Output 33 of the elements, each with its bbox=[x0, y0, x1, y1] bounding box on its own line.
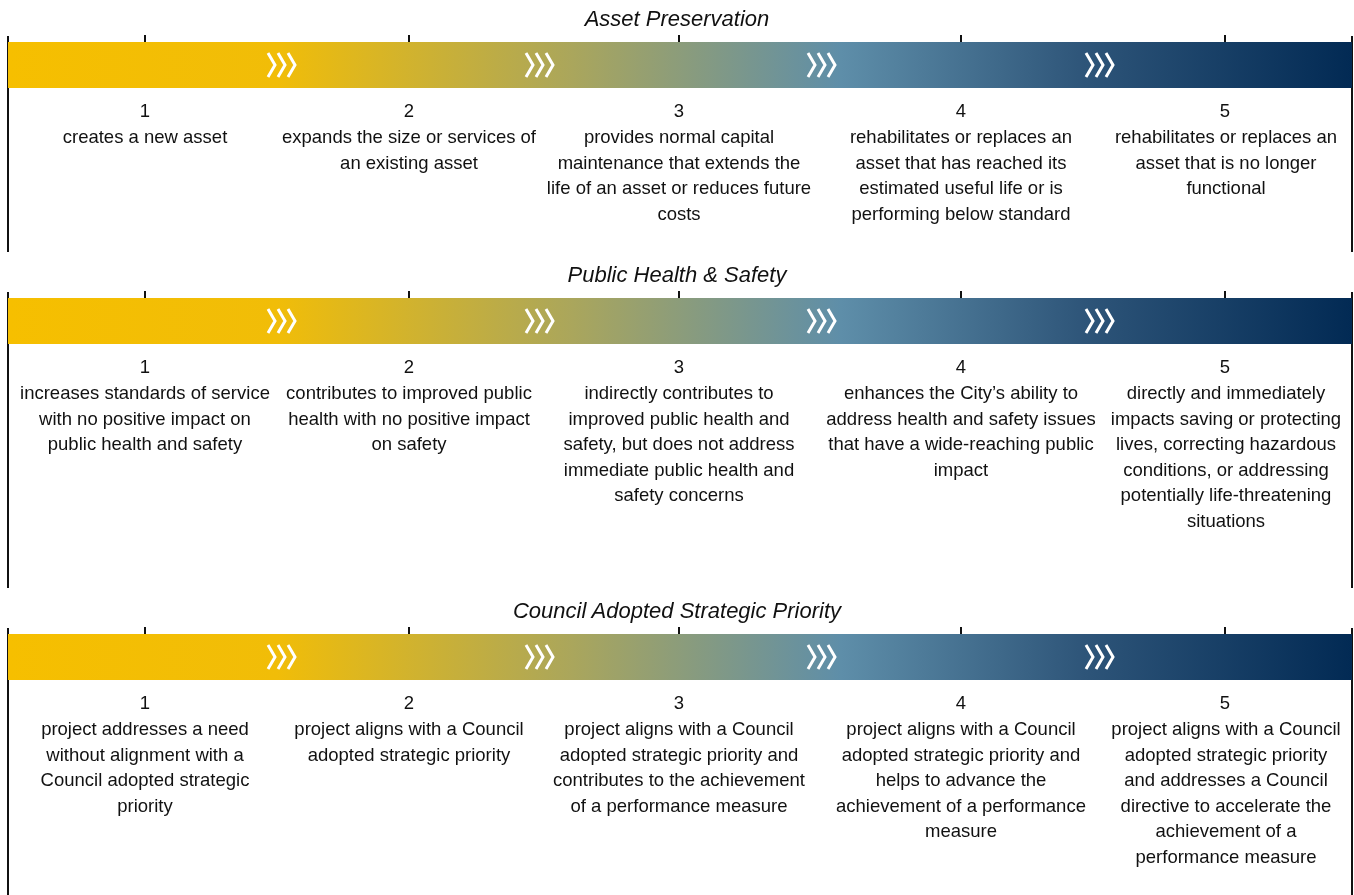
section-heading: Asset Preservation bbox=[583, 6, 771, 32]
criterion-text: provides normal capital maintenance that extends the life of an asset or reduces future costs bbox=[545, 125, 813, 226]
scale-number: 2 bbox=[402, 355, 416, 379]
scale-number: 2 bbox=[402, 691, 416, 715]
criterion-text: project addresses a need without alignment with a Council adopted strategic priority bbox=[39, 717, 251, 818]
scale-number: 4 bbox=[954, 99, 968, 123]
criterion-text: project aligns with a Council adopted strategic priority and contributes to the achievement of a performance measure bbox=[552, 717, 806, 818]
scale-number: 3 bbox=[672, 691, 686, 715]
scale-number: 3 bbox=[672, 355, 686, 379]
section-heading: Public Health & Safety bbox=[566, 262, 789, 288]
criterion-text: project aligns with a Council adopted strategic priority and helps to advance the achievement of a performance measure bbox=[835, 717, 1087, 843]
scale-number: 1 bbox=[138, 691, 152, 715]
criterion-text: directly and immediately impacts saving or protecting lives, correcting hazardous conditions, or addressing potentially life-threatening situations bbox=[1109, 381, 1343, 533]
criterion-text: increases standards of service with no positive impact on public health and safety bbox=[19, 381, 271, 456]
scale-number: 4 bbox=[954, 355, 968, 379]
scale-number: 1 bbox=[138, 355, 152, 379]
scale-number: 5 bbox=[1218, 355, 1232, 379]
criterion-text: expands the size or services of an existing asset bbox=[281, 125, 537, 175]
scale-number: 2 bbox=[402, 99, 416, 123]
scale-number: 5 bbox=[1218, 99, 1232, 123]
criterion-text: indirectly contributes to improved public health and safety, but does not address immediate public health and safety concerns bbox=[562, 381, 796, 507]
section-heading: Council Adopted Strategic Priority bbox=[511, 598, 843, 624]
criterion-text: rehabilitates or replaces an asset that has reached its estimated useful life or is performing below standard bbox=[848, 125, 1074, 226]
scale-number: 3 bbox=[672, 99, 686, 123]
scale-number: 1 bbox=[138, 99, 152, 123]
criterion-text: creates a new asset bbox=[61, 125, 229, 149]
criterion-text: project aligns with a Council adopted strategic priority bbox=[293, 717, 525, 767]
criterion-text: enhances the City’s ability to address health and safety issues that have a wide-reaching public impact bbox=[826, 381, 1096, 482]
scale-number: 4 bbox=[954, 691, 968, 715]
criterion-text: project aligns with a Council adopted strategic priority and addresses a Council directive to accelerate the achievement of a performance measure bbox=[1110, 717, 1342, 869]
criterion-text: rehabilitates or replaces an asset that is no longer functional bbox=[1113, 125, 1339, 200]
criterion-text: contributes to improved public health with no positive impact on safety bbox=[285, 381, 533, 456]
scale-number: 5 bbox=[1218, 691, 1232, 715]
